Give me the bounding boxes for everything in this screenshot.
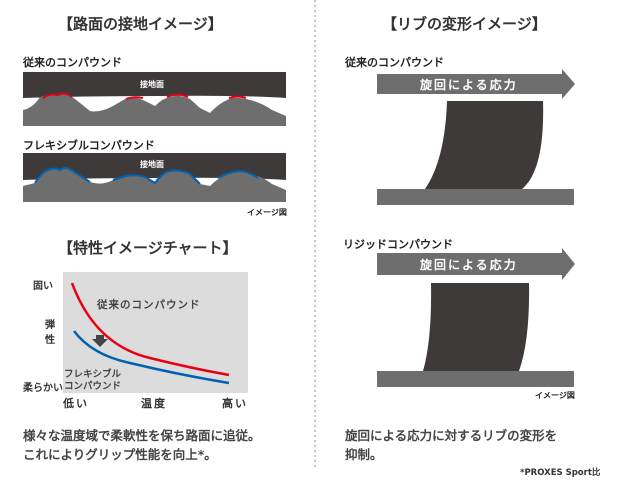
rib-rigid: [423, 283, 530, 371]
contact-line-blue: [34, 166, 259, 185]
label-flexible: フレキシブルコンパウンド: [23, 139, 155, 152]
force-label: 旋回による応力: [420, 258, 518, 272]
series-conventional: 従来のコンパウンド: [97, 299, 201, 311]
label-conventional: 従来のコンパウンド: [23, 56, 122, 69]
desc-right-1: 旋回による応力に対するリブの変形を: [345, 428, 558, 443]
label-conventional-rib: 従来のコンパウンド: [345, 56, 444, 69]
contact-label: 接地面: [140, 160, 164, 169]
desc-left-1: 様々な温度域で柔軟性を保ち路面に追従。: [23, 428, 261, 443]
title-rib: 【リブの変形イメージ】: [382, 15, 547, 33]
force-arrow: [377, 248, 575, 280]
down-arrow-icon: [92, 335, 108, 347]
footnote: *PROXES Sport比: [520, 468, 601, 478]
image-note: イメージ図: [247, 208, 287, 217]
tire-surface: [23, 153, 286, 180]
curve-flexible: [73, 330, 230, 385]
desc-right-2: 抑制。: [345, 447, 383, 462]
contact-label: 接地面: [140, 80, 164, 89]
chart-title: 【特性イメージチャート】: [58, 239, 238, 257]
x-high: 高い: [222, 397, 248, 410]
ground: [377, 371, 574, 387]
title-contact: 【路面の接地イメージ】: [58, 15, 223, 33]
force-arrow: [377, 69, 575, 99]
series-flexible-2: コンパウンド: [64, 381, 122, 392]
curve-conventional: [70, 282, 230, 377]
ground: [377, 189, 574, 205]
contact-line-red: [42, 92, 247, 100]
x-low: 低い: [63, 397, 89, 410]
x-axis-label: 温度: [141, 397, 167, 410]
series-flexible-1: フレキシブル: [64, 369, 122, 380]
rib-conventional: [425, 101, 544, 189]
force-label: 旋回による応力: [420, 78, 518, 92]
tire-surface: [23, 72, 286, 98]
y-axis-label: 弾性: [45, 320, 55, 346]
y-bottom: 柔らかい: [23, 383, 63, 394]
road-surface: [23, 167, 286, 202]
y-top: 固い: [33, 281, 53, 292]
image-note: イメージ図: [535, 391, 575, 400]
road-surface: [23, 94, 286, 126]
desc-left-2: これによりグリップ性能を向上*。: [23, 447, 217, 462]
label-rigid: リジッドコンパウンド: [343, 238, 453, 251]
